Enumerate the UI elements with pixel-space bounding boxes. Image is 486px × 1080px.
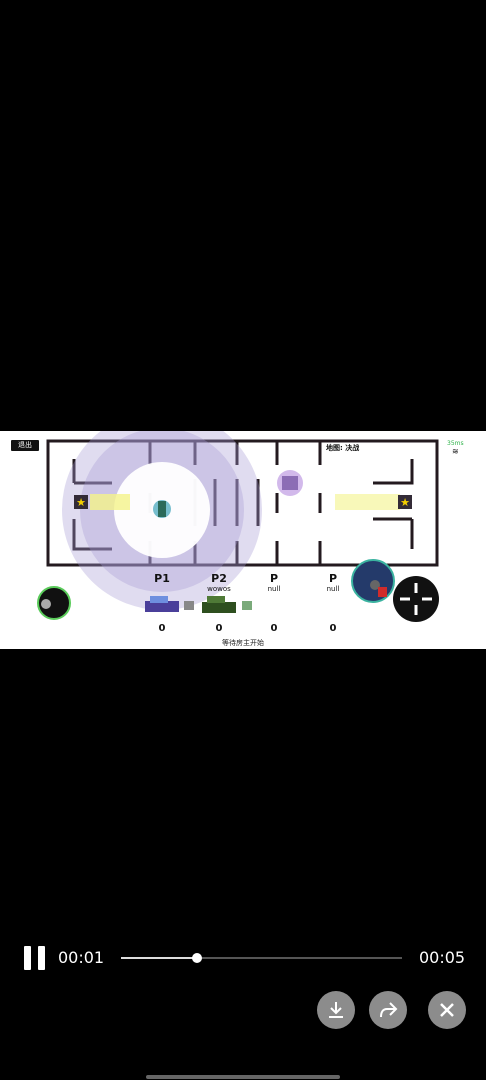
waiting-text: 等待房主开始 xyxy=(222,639,264,647)
player-sub: wowos xyxy=(207,585,231,593)
spawn-star-right xyxy=(398,495,412,509)
game-map: ★ ★ xyxy=(37,431,439,622)
svg-text:★: ★ xyxy=(76,496,86,509)
progress-thumb[interactable] xyxy=(191,953,202,963)
joystick-base xyxy=(37,586,71,620)
player-name: P2 xyxy=(211,572,227,585)
playback-controls: 00:01 00:05 xyxy=(0,940,486,980)
player-name: P xyxy=(269,572,279,585)
fire-button xyxy=(393,576,439,622)
map-mode-label: 地图: 决战 xyxy=(326,444,360,452)
wifi-icon: ≋ xyxy=(452,447,459,456)
score-p2: 0 xyxy=(215,623,223,634)
tank-p1 xyxy=(145,601,179,612)
score-p4: 0 xyxy=(329,623,337,634)
home-indicator xyxy=(146,1075,340,1079)
player-slot-4: P null xyxy=(313,573,353,594)
spawn-star-left xyxy=(74,495,88,509)
video-frame[interactable]: ★ ★ 退出 35ms ≋ 地图: 决战 P1 xyxy=(0,431,486,649)
player-sub: null xyxy=(326,585,340,593)
latency-text: 35ms xyxy=(447,440,464,447)
download-icon[interactable] xyxy=(317,991,355,1029)
tank-p2 xyxy=(202,602,236,613)
player-name: P1 xyxy=(154,572,170,585)
close-icon[interactable] xyxy=(428,991,466,1029)
player-slot-1: P1 xyxy=(142,573,182,585)
score-p1: 0 xyxy=(158,623,166,634)
player-slot-2: P2 wowos xyxy=(199,573,239,594)
pause-icon[interactable] xyxy=(24,946,46,970)
player-name: P xyxy=(328,572,338,585)
elapsed-time: 00:01 xyxy=(58,948,105,967)
progress-fill xyxy=(121,957,197,959)
score-p3: 0 xyxy=(270,623,278,634)
player-slot-3: P null xyxy=(254,573,294,594)
progress-bar[interactable] xyxy=(121,953,402,963)
player-sub: null xyxy=(267,585,281,593)
exit-button[interactable]: 退出 xyxy=(11,440,39,451)
duration-time: 00:05 xyxy=(419,948,466,967)
arena-walls xyxy=(46,439,439,567)
share-icon[interactable] xyxy=(369,991,407,1029)
svg-text:★: ★ xyxy=(400,496,410,509)
